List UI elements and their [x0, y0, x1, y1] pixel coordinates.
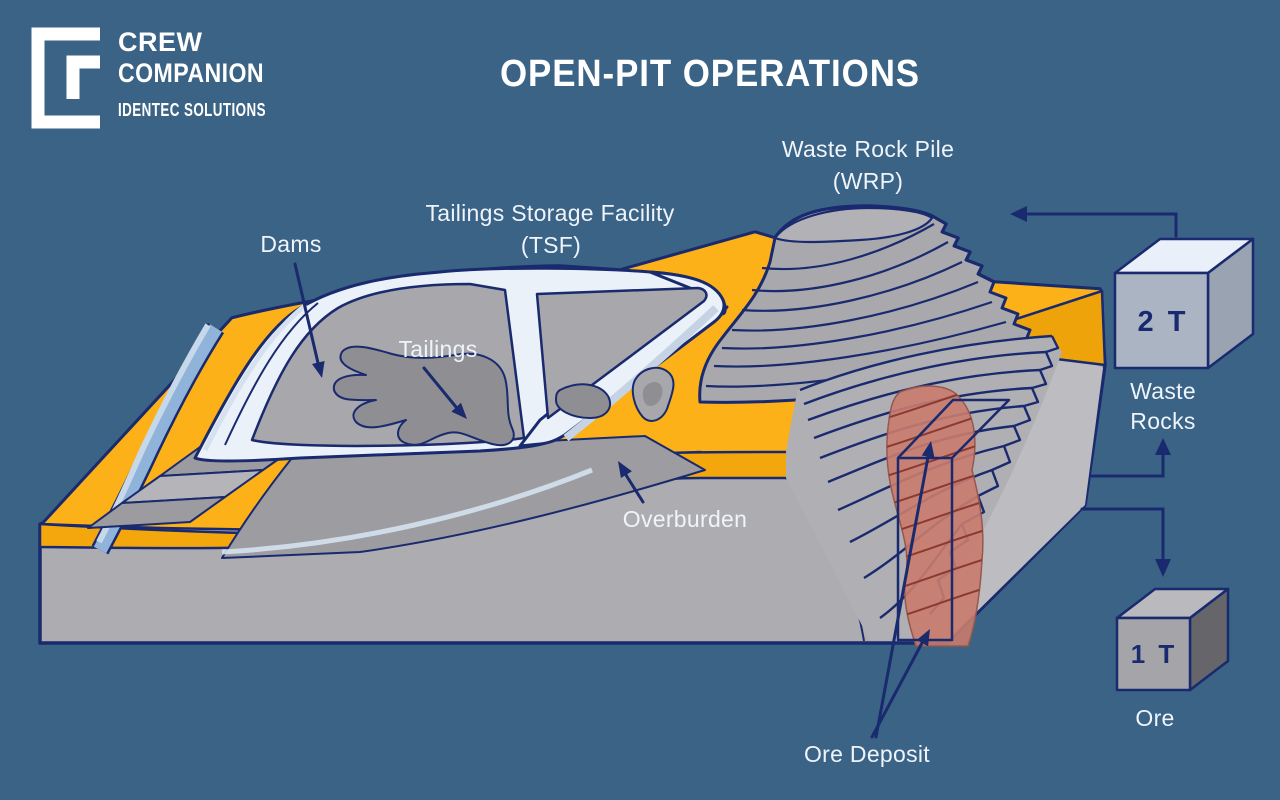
dams-pointer-line: [293, 262, 320, 365]
ore-cube-front: [1115, 616, 1192, 692]
tailings-storage-facility: [193, 266, 729, 463]
label-dams: Dams: [260, 231, 321, 257]
label-tailings: Tailings: [398, 336, 477, 362]
waste-cube-value: 2 T: [1138, 306, 1189, 338]
ore-cube: [1115, 587, 1230, 692]
logo-line1: CREW: [118, 27, 203, 57]
label-ore: Ore: [1135, 705, 1174, 731]
label-ore-deposit: Ore Deposit: [804, 741, 930, 767]
crew-companion-logo-icon: [31, 27, 100, 129]
label-waste-rocks-2: Rocks: [1130, 408, 1195, 434]
label-waste-rock-pile: Waste Rock Pile: [782, 136, 954, 162]
label-waste-rocks-1: Waste: [1130, 378, 1196, 404]
ore-prism-outline: [896, 398, 1011, 642]
logo: CREW COMPANION IDENTEC SOLUTIONS: [31, 27, 266, 129]
diagram-labels: Waste Rock Pile (WRP) Tailings Storage F…: [260, 136, 1196, 767]
small-pond-blob: [642, 382, 663, 406]
tailings-pointer-line: [422, 366, 458, 409]
label-tsf-abbr: (TSF): [521, 232, 581, 258]
ore-arrowhead: [1155, 559, 1171, 577]
ore-deposit-pointer-line-2: [870, 641, 924, 739]
label-tsf: Tailings Storage Facility: [425, 200, 674, 226]
haul-road-stripe: [221, 467, 593, 555]
open-pit: [786, 334, 1062, 647]
dams-arrowhead: [312, 361, 325, 378]
ore-flow-line: [1080, 507, 1165, 561]
ore-deposit-arrowhead-1: [921, 441, 935, 458]
tailings-blob: [332, 345, 515, 447]
label-wrp-abbr: (WRP): [833, 168, 903, 194]
tailings-blob-small: [555, 383, 611, 419]
ore-deposit-pointer-line-1: [874, 455, 930, 739]
logo-line2: COMPANION: [118, 58, 264, 88]
dam-wall-stripe: [202, 303, 308, 452]
tailings-arrowhead: [451, 402, 467, 419]
page-title: OPEN-PIT OPERATIONS: [500, 53, 920, 95]
waste-cube-front: [1113, 271, 1210, 370]
flow-arrows: [293, 206, 1178, 739]
wrp-flow-line: [1026, 212, 1178, 238]
ore-cube-value: 1 T: [1131, 639, 1178, 669]
waste-rocks-flow-line: [1090, 453, 1165, 478]
land-mass: [38, 204, 1107, 647]
overburden-pointer-line: [624, 473, 645, 504]
waste-rock-cube: [1113, 237, 1255, 370]
logo-line3: IDENTEC SOLUTIONS: [118, 100, 266, 120]
label-overburden: Overburden: [623, 506, 747, 532]
wrp-arrowhead: [1010, 206, 1027, 222]
wrp-top-plateau: [773, 206, 934, 244]
ore-deposit-arrowhead-2: [916, 629, 930, 647]
overburden-arrowhead: [618, 461, 632, 478]
waste-rocks-arrowhead: [1155, 438, 1171, 455]
